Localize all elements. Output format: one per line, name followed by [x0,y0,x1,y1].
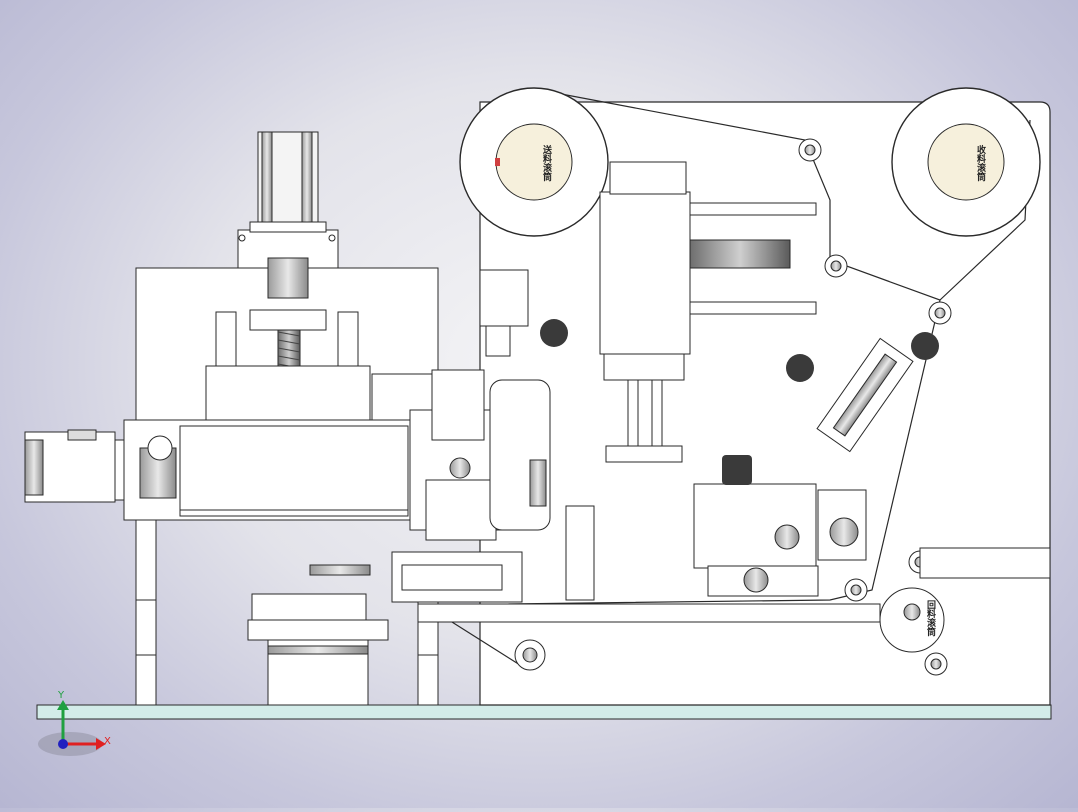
spring-coil [689,239,791,269]
takeup-reel-label: 收料滚筒 [975,144,986,182]
rail-top [689,202,817,216]
cylinder-module [599,161,691,463]
y-axis-label: Y [57,690,65,701]
tensioner-arm [919,547,1051,579]
feed-reel-label: 送料滚筒 [541,144,553,182]
lower-plate [417,603,881,623]
reel-icon [459,87,609,237]
pneumatic-fitting [309,564,371,576]
side-slot-plate [489,379,551,531]
takeup-reel [891,87,1041,237]
return-reel-label: 回料滚筒 [925,600,936,637]
floor-plate [36,704,1052,720]
clamp-block [479,269,529,327]
roller-icon [514,138,1041,676]
x-axis-label: X [104,736,111,747]
triad-axis-icon [38,700,106,756]
cutter-module [693,455,867,597]
left-leg [135,519,157,706]
servo-motor-icon [24,429,128,503]
rail-bottom [689,301,817,315]
coupler [267,257,309,299]
rotary-gripper [816,337,914,453]
rotary-stage [247,593,389,706]
stepper-motor-icon [237,131,339,269]
